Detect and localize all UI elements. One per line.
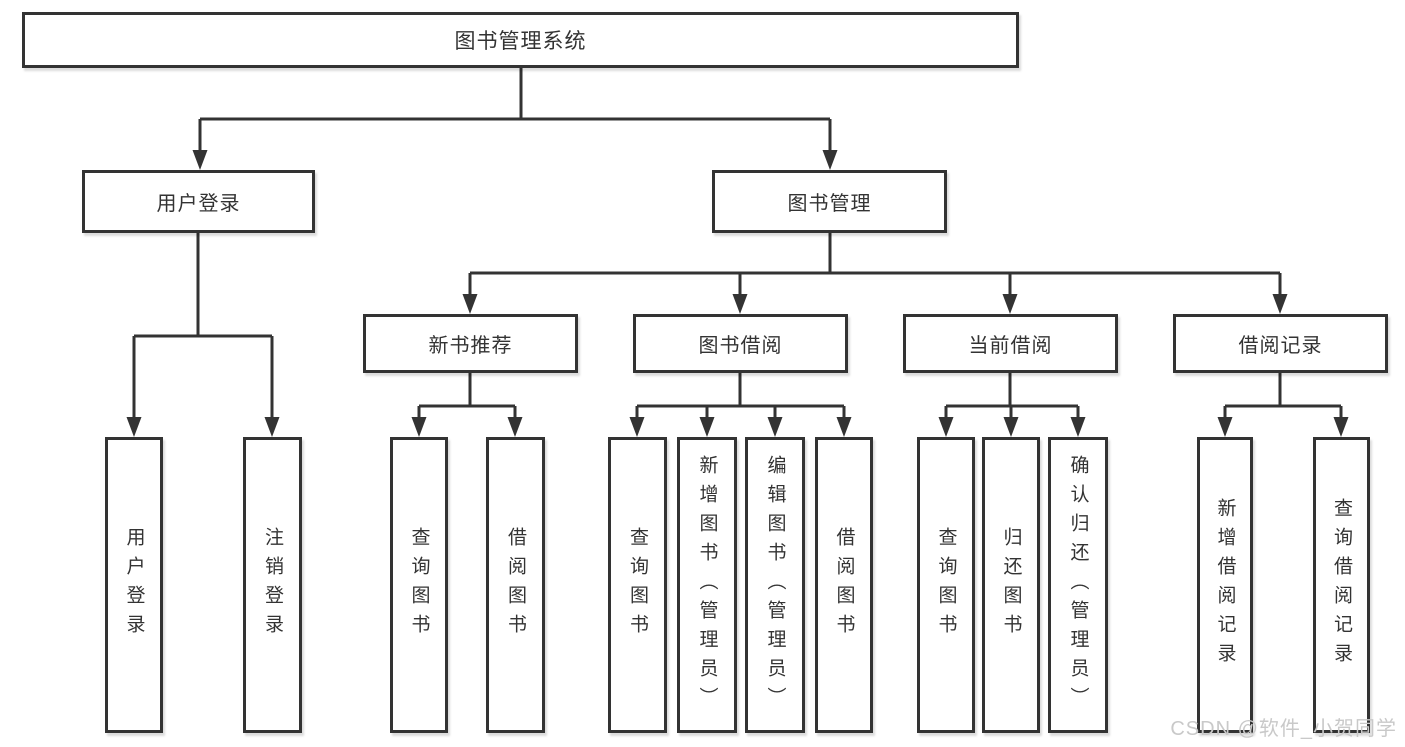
leaf-add-books-admin-label: 新增图书（管理员） [696,454,718,716]
leaf-return-books-label: 归还图书 [1000,527,1022,643]
leaf-edit-books-admin-label: 编辑图书（管理员） [764,454,786,716]
leaf-borrow-books-recommend-label: 借阅图书 [505,527,526,643]
node-borrow-records: 借阅记录 [1173,314,1388,373]
leaf-query-books-recommend-label: 查询图书 [408,527,430,643]
csdn-watermark: CSDN @软件_小贺同学 [1170,718,1397,740]
leaf-confirm-return-admin-label: 确认归还（管理员） [1067,454,1089,716]
leaf-add-books-admin: 新增图书（管理员） [677,437,737,733]
leaf-query-books-borrow: 查询图书 [608,437,667,733]
leaf-logout: 注销登录 [243,437,302,733]
leaf-user-login: 用户登录 [105,437,163,733]
leaf-add-borrow-record: 新增借阅记录 [1197,437,1253,733]
leaf-query-books-borrow-label: 查询图书 [627,527,648,643]
leaf-logout-label: 注销登录 [262,527,283,643]
leaf-return-books: 归还图书 [982,437,1040,733]
leaf-query-borrow-record: 查询借阅记录 [1313,437,1370,733]
leaf-add-borrow-record-label: 新增借阅记录 [1214,498,1236,672]
leaf-confirm-return-admin: 确认归还（管理员） [1048,437,1108,733]
node-borrow-records-label: 借阅记录 [1238,335,1323,357]
node-root-label: 图书管理系统 [454,30,587,53]
node-root: 图书管理系统 [22,12,1019,68]
node-current-borrow-label: 当前借阅 [968,335,1053,357]
leaf-borrow-books-recommend: 借阅图书 [486,437,545,733]
leaf-borrow-books-label: 借阅图书 [833,527,855,643]
leaf-query-books-recommend: 查询图书 [390,437,448,733]
leaf-edit-books-admin: 编辑图书（管理员） [745,437,805,733]
leaf-user-login-label: 用户登录 [123,527,145,643]
node-new-book-recommend-label: 新书推荐 [428,335,513,357]
node-book-management: 图书管理 [712,170,947,233]
leaf-query-borrow-record-label: 查询借阅记录 [1331,498,1352,672]
node-book-borrow-label: 图书借阅 [698,335,783,357]
node-new-book-recommend: 新书推荐 [363,314,578,373]
node-book-management-label: 图书管理 [787,193,872,215]
leaf-query-books-current: 查询图书 [917,437,975,733]
node-book-borrow: 图书借阅 [633,314,848,373]
leaf-borrow-books: 借阅图书 [815,437,873,733]
node-current-borrow: 当前借阅 [903,314,1118,373]
node-user-login: 用户登录 [82,170,315,233]
node-user-login-label: 用户登录 [156,193,241,215]
leaf-query-books-current-label: 查询图书 [935,527,957,643]
